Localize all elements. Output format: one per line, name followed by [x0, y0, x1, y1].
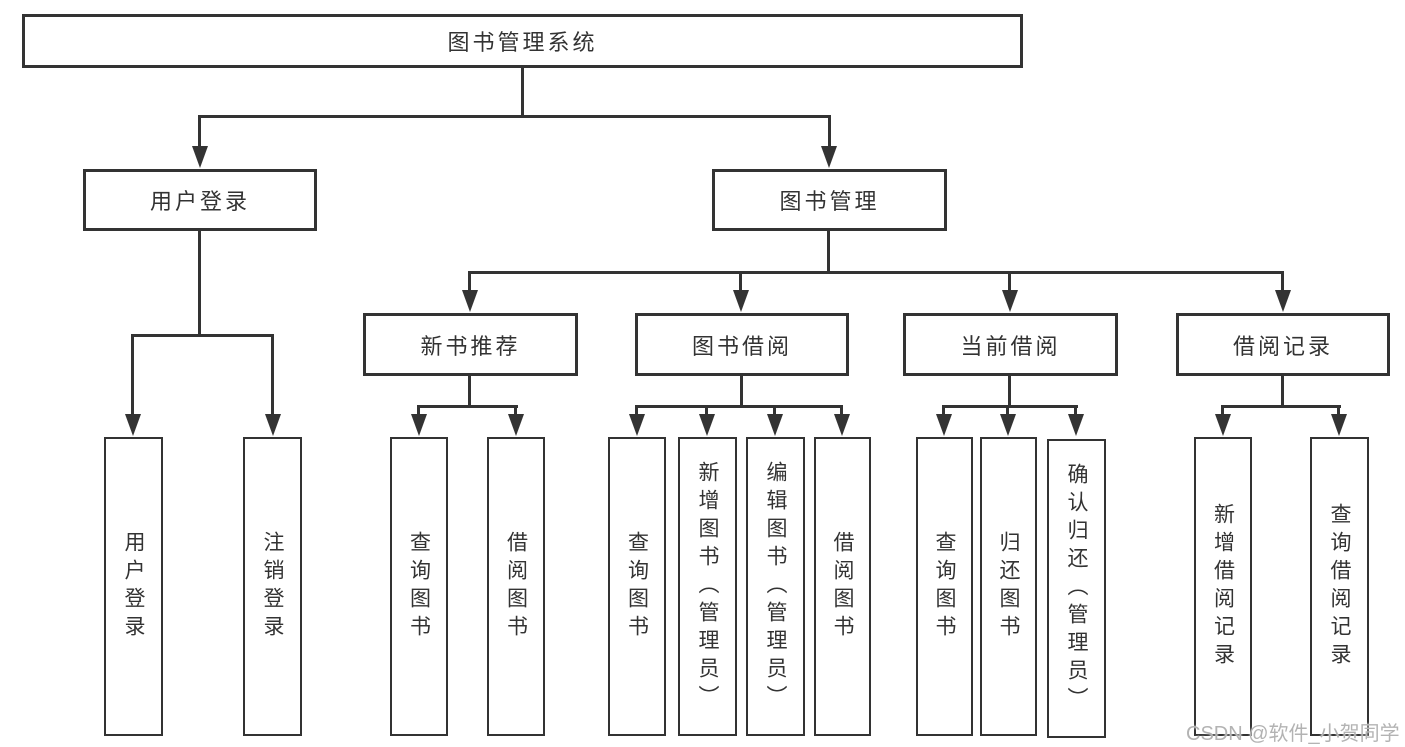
node-user-login: 用户登录 [104, 437, 163, 736]
arrow-down-icon [834, 414, 850, 436]
node-label: 借阅记录 [1232, 333, 1333, 359]
arrow-down-icon [125, 414, 141, 436]
arrow-down-icon [629, 414, 645, 436]
connector-line [773, 406, 776, 416]
node-label: 归还图书 [997, 530, 1020, 643]
node-current-borrow: 当前借阅 [903, 313, 1118, 376]
arrow-down-icon [699, 414, 715, 436]
node-add-borrow-record: 新增借阅记录 [1194, 437, 1252, 736]
node-label: 确认归还（管理员） [1065, 462, 1088, 715]
connector-line [1008, 272, 1011, 292]
node-add-book-admin: 新增图书（管理员） [678, 437, 737, 736]
node-label: 当前借阅 [960, 333, 1061, 359]
connector-line [635, 406, 638, 416]
node-borrow-records: 借阅记录 [1176, 313, 1390, 376]
connector-line [271, 335, 274, 415]
connector-line [417, 406, 420, 416]
node-label: 查询借阅记录 [1328, 502, 1351, 671]
connector-line [468, 376, 471, 407]
connector-line [131, 335, 134, 415]
connector-line [705, 406, 708, 416]
node-label: 新增图书（管理员） [696, 460, 719, 713]
connector-line [131, 334, 274, 337]
connector-line [1008, 376, 1011, 407]
arrow-down-icon [1215, 414, 1231, 436]
node-label: 图书管理系统 [447, 30, 598, 55]
arrow-down-icon [192, 146, 208, 168]
connector-line [827, 231, 830, 273]
node-confirm-return-admin: 确认归还（管理员） [1047, 439, 1106, 738]
node-borrow-books-recommend: 借阅图书 [487, 437, 545, 736]
node-library-system: 图书管理系统 [22, 14, 1023, 68]
node-label: 图书管理 [779, 189, 880, 214]
node-query-books-recommend: 查询图书 [390, 437, 448, 736]
arrow-down-icon [733, 290, 749, 312]
node-label: 用户登录 [149, 189, 250, 214]
connector-line [740, 376, 743, 407]
arrow-down-icon [1068, 414, 1084, 436]
arrow-down-icon [1331, 414, 1347, 436]
node-label: 查询图书 [407, 530, 431, 643]
connector-line [739, 272, 742, 292]
arrow-down-icon [462, 290, 478, 312]
node-return-book: 归还图书 [980, 437, 1037, 736]
connector-line [942, 405, 1078, 408]
node-label: 查询图书 [933, 530, 956, 643]
node-logout: 注销登录 [243, 437, 302, 736]
connector-line [828, 116, 831, 148]
node-label: 图书借阅 [691, 333, 792, 359]
connector-line [514, 406, 517, 416]
node-query-books-borrow: 查询图书 [608, 437, 666, 736]
connector-line [1281, 272, 1284, 292]
node-label: 新增借阅记录 [1211, 502, 1235, 671]
arrow-down-icon [1000, 414, 1016, 436]
arrow-down-icon [265, 414, 281, 436]
node-user-login-branch: 用户登录 [83, 169, 317, 231]
node-edit-book-admin: 编辑图书（管理员） [746, 437, 805, 736]
connector-line [1337, 406, 1340, 416]
connector-line [417, 405, 518, 408]
arrow-down-icon [1275, 290, 1291, 312]
node-label: 用户登录 [122, 530, 145, 643]
connector-line [942, 406, 945, 416]
csdn-watermark: CSDN @软件_小贺同学 [1186, 723, 1400, 745]
arrow-down-icon [767, 414, 783, 436]
connector-line [198, 115, 831, 118]
connector-line [1281, 376, 1284, 407]
node-label: 借阅图书 [831, 530, 854, 643]
connector-line [1006, 406, 1009, 416]
node-label: 注销登录 [261, 530, 284, 643]
connector-line [1221, 405, 1341, 408]
node-query-books-current: 查询图书 [916, 437, 973, 736]
connector-line [198, 116, 201, 148]
connector-line [468, 271, 1284, 274]
node-label: 借阅图书 [504, 530, 528, 643]
connector-line [840, 406, 843, 416]
node-label: 编辑图书（管理员） [764, 460, 787, 713]
arrow-down-icon [821, 146, 837, 168]
arrow-down-icon [936, 414, 952, 436]
connector-line [521, 68, 524, 117]
arrow-down-icon [411, 414, 427, 436]
arrow-down-icon [1002, 290, 1018, 312]
connector-line [635, 405, 843, 408]
connector-line [198, 231, 201, 336]
connector-line [1221, 406, 1224, 416]
node-book-borrow: 图书借阅 [635, 313, 849, 376]
arrow-down-icon [508, 414, 524, 436]
node-book-management: 图书管理 [712, 169, 947, 231]
node-label: 新书推荐 [420, 333, 521, 359]
connector-line [468, 272, 471, 292]
node-label: 查询图书 [625, 530, 649, 643]
connector-line [1074, 406, 1077, 416]
node-new-book-recommend: 新书推荐 [363, 313, 578, 376]
node-query-borrow-record: 查询借阅记录 [1310, 437, 1369, 736]
node-borrow-books: 借阅图书 [814, 437, 871, 736]
